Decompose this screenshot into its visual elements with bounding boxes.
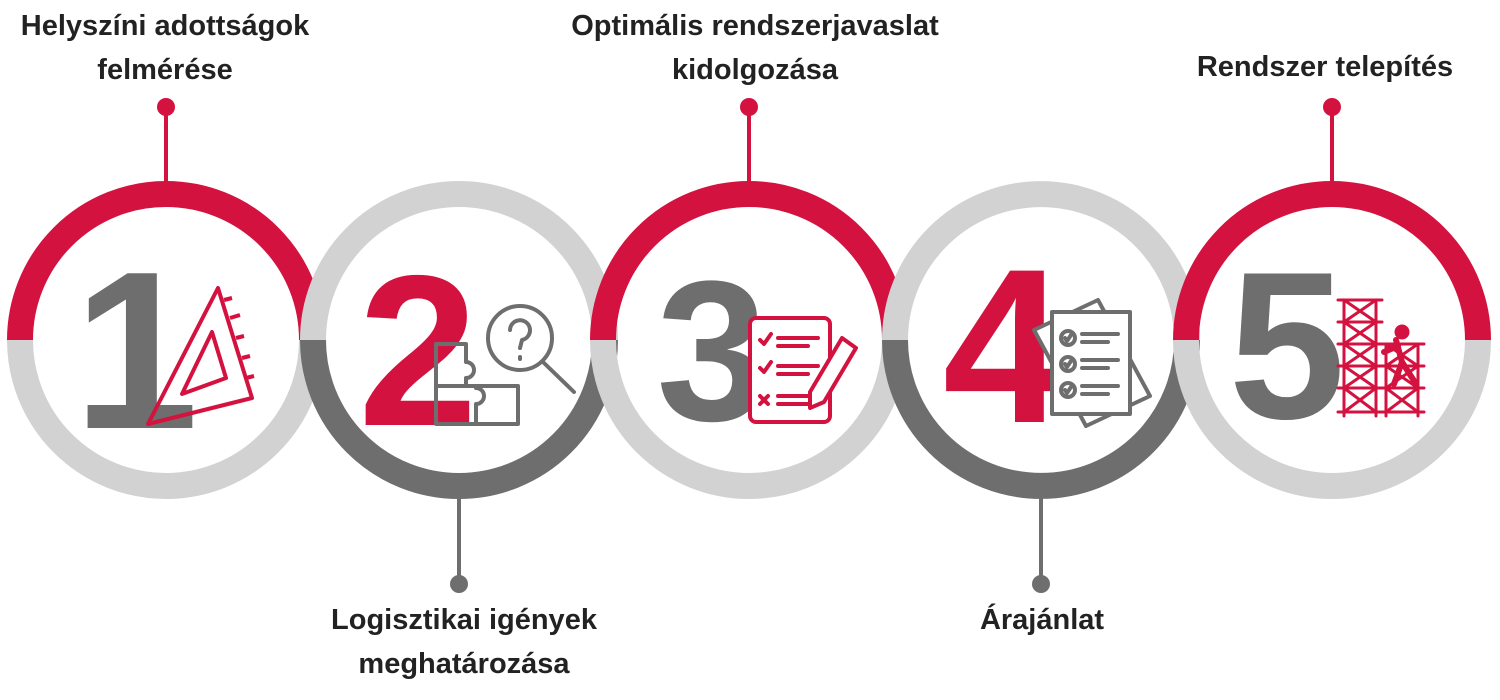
step-number-5: 5 [1229, 228, 1346, 463]
step-1-label: Helyszíni adottságok felmérése [20, 10, 310, 86]
step-5: 5 [1173, 98, 1491, 499]
step-number-1: 1 [73, 224, 198, 476]
set-square-icon [146, 286, 255, 426]
ring-2-upper [300, 181, 618, 341]
step-3: 3 [590, 98, 908, 499]
connector-dot-2 [450, 575, 468, 593]
ring-5-lower [1173, 339, 1491, 499]
checklist-pencil-icon [748, 316, 858, 424]
connector-dot-1 [157, 98, 175, 116]
step-4: 4 [882, 181, 1200, 593]
ring-1-lower [7, 339, 325, 499]
connector-dot-3 [740, 98, 758, 116]
puzzle-magnifier-icon [434, 304, 576, 426]
quote-document-icon [1032, 298, 1152, 428]
step-2-label: Logisztikai igények meghatározása [331, 604, 597, 680]
connector-dot-5 [1323, 98, 1341, 116]
step-3-label: Optimális rendszerjavaslat kidolgozása [571, 10, 939, 86]
ring-4-upper [882, 181, 1200, 341]
step-1: 1 [7, 98, 325, 499]
step-number-2: 2 [358, 230, 478, 471]
connector-dot-4 [1032, 575, 1050, 593]
step-2: 2 [300, 181, 618, 593]
ring-3-lower [590, 339, 908, 499]
scaffold-worker-icon [1336, 298, 1426, 418]
step-4-label: Árajánlat [979, 604, 1105, 636]
step-5-label: Rendszer telepítés [1196, 51, 1454, 83]
